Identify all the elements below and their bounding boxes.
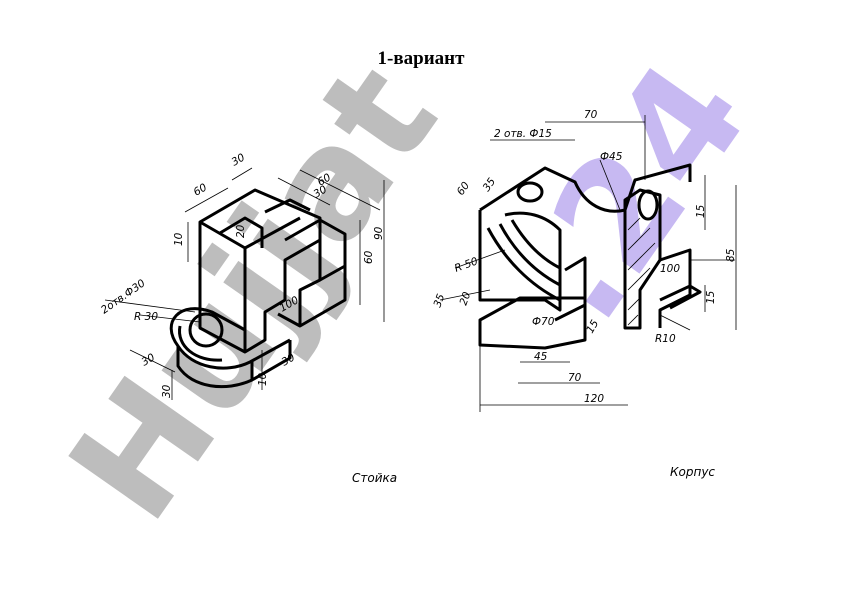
left-dim-20: 20	[235, 224, 247, 238]
left-dim-60-a: 60	[192, 181, 210, 198]
left-dim-10-left: 10	[173, 232, 185, 246]
left-dim-30-bottom-a: 30	[140, 351, 158, 368]
right-dim-45: 45	[534, 351, 548, 363]
left-dim-30-top: 30	[230, 151, 248, 168]
right-dim-20: 20	[458, 290, 474, 307]
right-caption: Корпус	[670, 465, 715, 479]
right-dim-15-right: 15	[695, 204, 707, 218]
left-dimension-lines	[104, 167, 385, 400]
right-dim-15-mid: 15	[584, 318, 601, 336]
left-dim-30-bottom-b: 30	[280, 351, 298, 368]
left-dim-90: 90	[373, 226, 385, 240]
right-dim-100: 100	[660, 263, 680, 275]
right-dim-r10: R10	[655, 333, 676, 345]
left-dim-10-bottom: 10	[257, 372, 269, 386]
right-dim-15-right-b: 15	[705, 290, 717, 304]
right-dim-45-dia: Ф45	[600, 151, 623, 163]
right-dim-35-top: 35	[481, 176, 499, 194]
right-dim-r50: R 50	[453, 255, 480, 275]
left-dim-30-right: 30	[312, 183, 330, 200]
left-dim-60-right: 60	[363, 250, 375, 264]
right-dimension-lines	[439, 115, 737, 412]
right-dim-70-dia: Ф70	[532, 316, 555, 328]
hatching	[627, 217, 656, 326]
right-dim-85: 85	[725, 248, 737, 262]
left-dim-60-b: 60	[316, 171, 334, 188]
left-dim-r30: R 30	[134, 311, 158, 323]
page-title: 1-вариант	[377, 48, 465, 69]
right-dim-70-bottom: 70	[568, 372, 582, 384]
right-dim-70-top: 70	[584, 109, 598, 121]
right-dim-120: 120	[584, 393, 604, 405]
left-caption: Стойка	[352, 471, 397, 485]
right-dim-60: 60	[455, 180, 473, 198]
right-dim-holes: 2 отв. Ф15	[494, 128, 552, 140]
left-part-outline	[169, 188, 347, 389]
right-dim-35-left: 35	[432, 292, 448, 309]
left-dim-30-vertical: 30	[161, 384, 173, 398]
